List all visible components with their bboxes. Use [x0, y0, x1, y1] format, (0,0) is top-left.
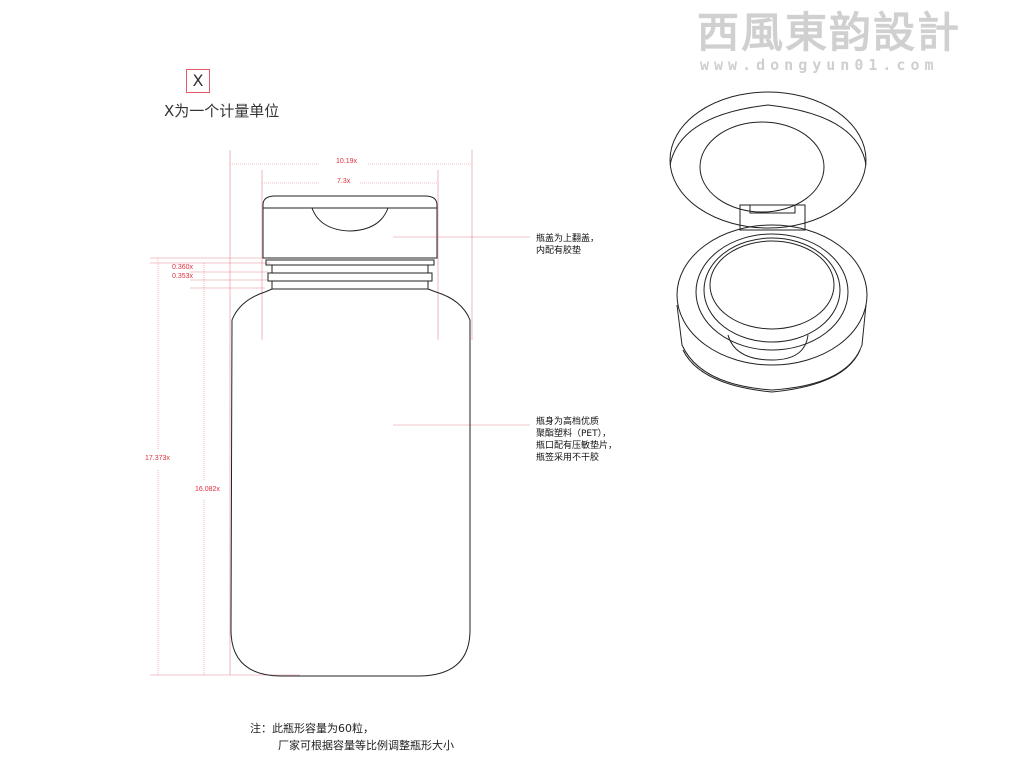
dim-thread-2: 0.353x — [172, 273, 194, 280]
cap-note-line: 内配有胶垫 — [536, 246, 582, 256]
body-note-line: 瓶口配有压敏垫片， — [536, 441, 618, 451]
cap-annotation: 瓶盖为上翻盖， 内配有胶垫 — [536, 233, 599, 257]
body-note-line: 瓶签采用不干胶 — [536, 453, 600, 463]
dimension-lines — [150, 150, 530, 676]
footer-note-line2: 厂家可根据容量等比例调整瓶形大小 — [278, 739, 454, 752]
body-annotation: 瓶身为高档优质 聚酯塑料（PET）， 瓶口配有压敏垫片， 瓶签采用不干胶 — [536, 416, 617, 464]
flip-cap-perspective — [669, 91, 868, 393]
dim-body-height: 16.082x — [195, 486, 220, 493]
dim-cap-width: 7.3x — [337, 178, 351, 185]
bottle-outline — [230, 195, 471, 677]
unit-symbol-box: X — [186, 69, 210, 93]
unit-description: X为一个计量单位 — [164, 102, 280, 120]
body-note-line: 瓶身为高档优质 — [536, 417, 600, 427]
cap-note-line: 瓶盖为上翻盖， — [536, 234, 600, 244]
footer-note-line1: 注：此瓶形容量为60粒， — [250, 722, 374, 735]
watermark-url: www.dongyun01.com — [700, 56, 939, 74]
watermark-brand: 西風東韵設計 — [697, 8, 962, 57]
dim-thread-1: 0.360x — [172, 264, 194, 271]
body-note-line: 聚酯塑料（PET）， — [536, 429, 612, 439]
dim-total-width: 10.19x — [336, 158, 358, 165]
dim-total-height: 17.373x — [145, 455, 170, 462]
